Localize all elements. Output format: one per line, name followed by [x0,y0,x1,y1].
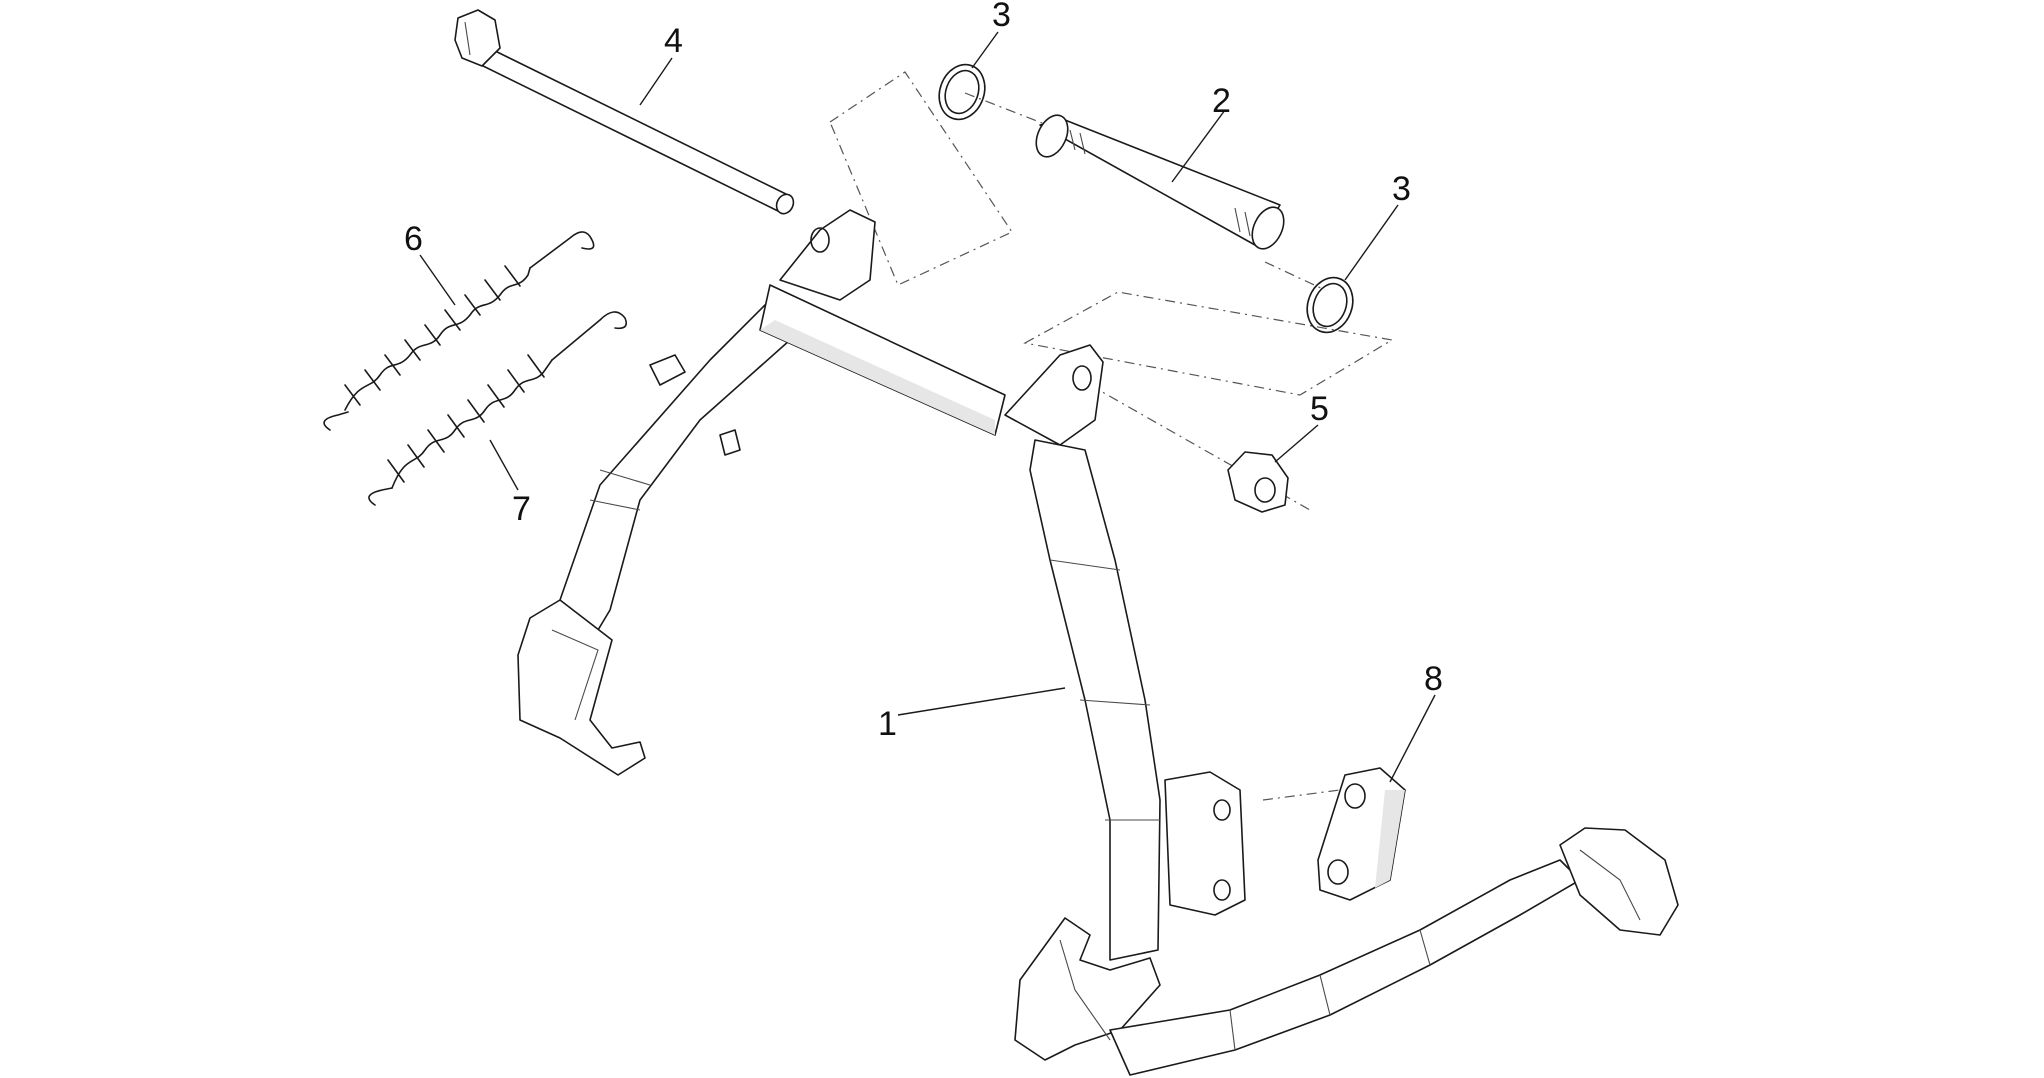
part-4-pivot-bolt [454,9,795,215]
part-1-center-stand [517,209,1679,1076]
callout-1: 1 [878,705,897,743]
callout-leaders [419,31,1436,783]
callout-2: 2 [1212,82,1231,120]
callout-8: 8 [1424,660,1443,698]
callout-3-lower: 3 [1392,170,1411,208]
part-5-nut [1227,451,1289,513]
assembly-guide-lines [829,71,1394,801]
callout-4: 4 [664,22,683,60]
callout-5: 5 [1310,390,1329,428]
part-8-rubber-pad [1317,767,1406,901]
callout-6: 6 [404,220,423,258]
part-3-washer-upper [938,63,986,121]
part-3-washer-lower [1306,276,1354,334]
part-6-return-spring [323,231,595,431]
part-2-pivot-pin [1035,114,1285,250]
callout-7: 7 [512,490,531,528]
part-7-return-spring [368,311,628,506]
callout-3-upper: 3 [992,0,1011,34]
